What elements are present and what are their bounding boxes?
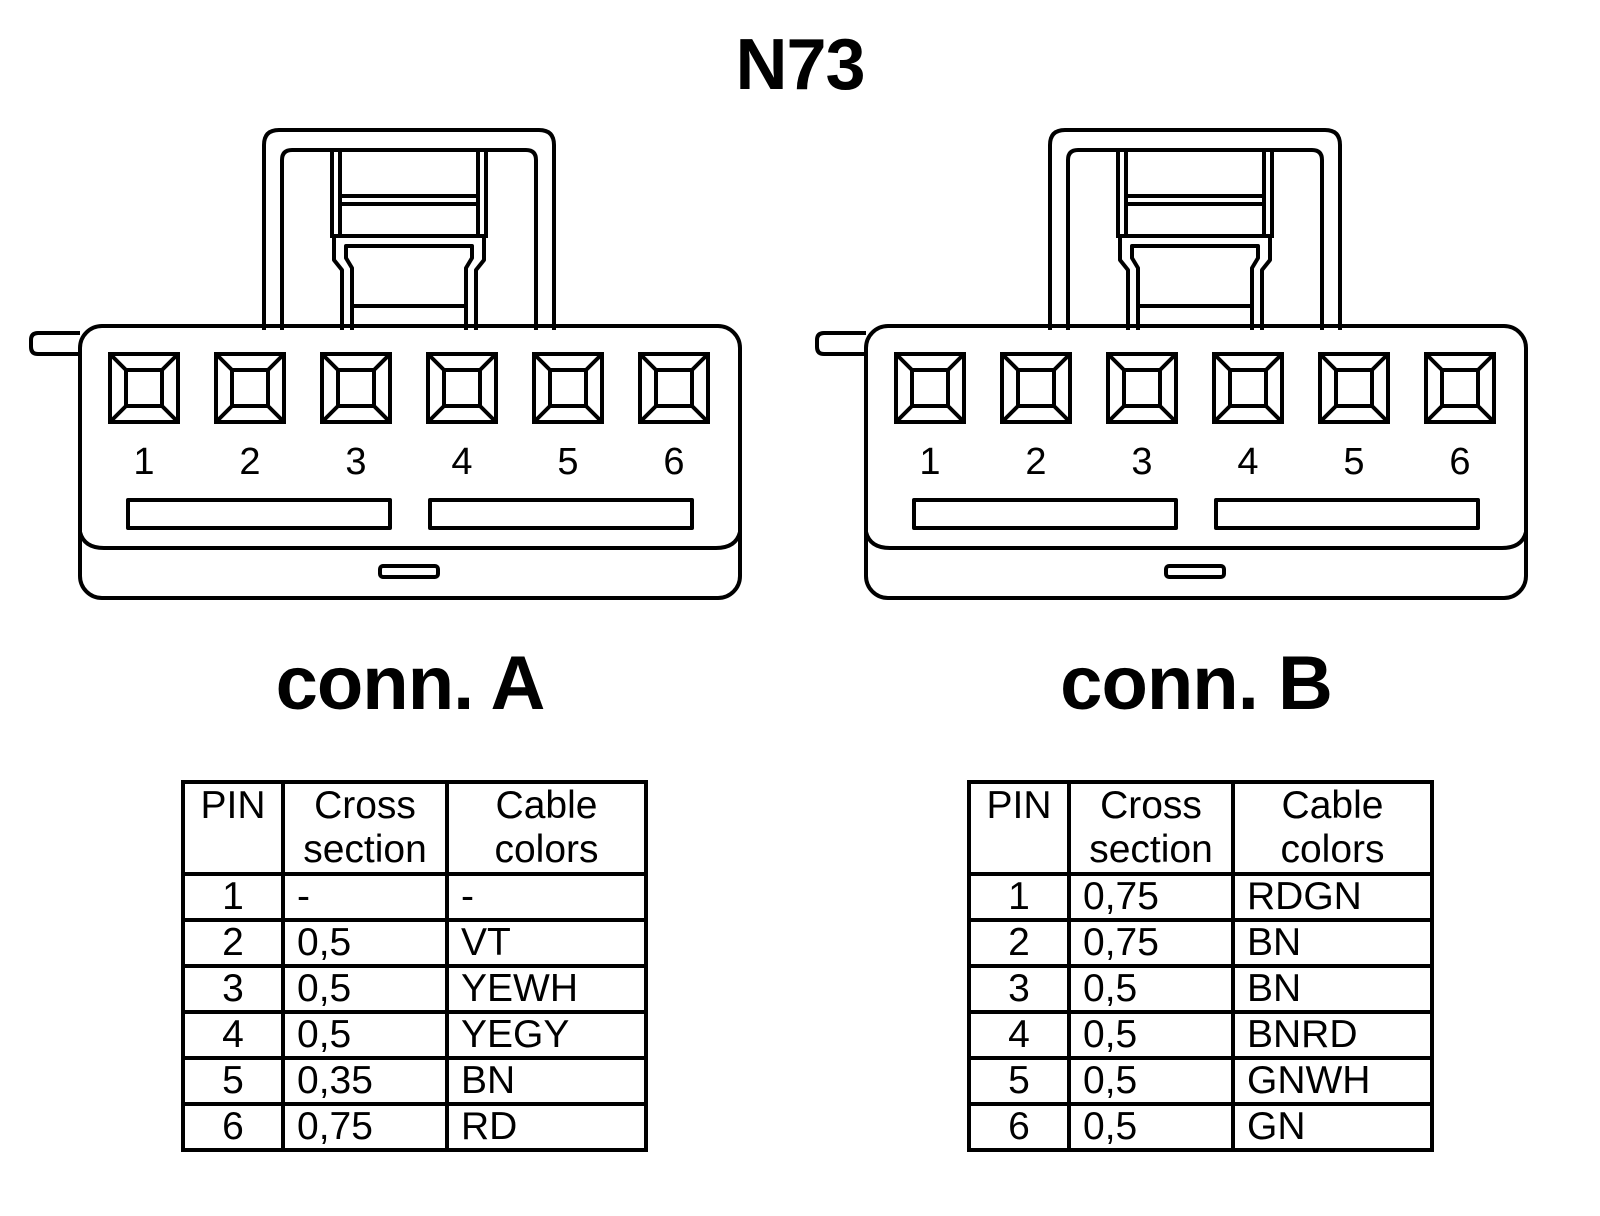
pin-number-6: 6 [1449, 441, 1471, 483]
row-pin: 5 [181, 1056, 285, 1106]
table-header-row: PIN Cross section Cable colors [967, 780, 1434, 876]
pin-number-5: 5 [557, 441, 579, 483]
table-row: 1 - - [181, 872, 648, 922]
row-cross-section: 0,75 [1067, 872, 1235, 922]
row-pin: 4 [967, 1010, 1071, 1060]
table-row: 4 0,5 BNRD [967, 1010, 1434, 1060]
table-row: 6 0,5 GN [967, 1102, 1434, 1152]
row-cross-section: - [281, 872, 449, 922]
row-cross-section: 0,75 [281, 1102, 449, 1152]
row-pin: 2 [967, 918, 1071, 968]
pin-table-a: PIN Cross section Cable colors 1 - - 2 0… [181, 780, 648, 1152]
row-pin: 1 [967, 872, 1071, 922]
row-cable-color: VT [445, 918, 648, 968]
pin-number-3: 3 [345, 441, 367, 483]
pin-number-2: 2 [239, 441, 261, 483]
table-row: 2 0,5 VT [181, 918, 648, 968]
row-cross-section: 0,5 [1067, 964, 1235, 1014]
table-row: 6 0,75 RD [181, 1102, 648, 1152]
connector-b-drawing [815, 128, 1528, 600]
table-row: 1 0,75 RDGN [967, 872, 1434, 922]
row-pin: 2 [181, 918, 285, 968]
row-pin: 3 [967, 964, 1071, 1014]
row-cross-section: 0,5 [1067, 1102, 1235, 1152]
connector-label: conn. A [275, 641, 546, 726]
row-cross-section: 0,5 [1067, 1056, 1235, 1106]
header-cable-colors: Cable colors [1231, 780, 1434, 876]
table-row: 5 0,5 GNWH [967, 1056, 1434, 1106]
row-pin: 4 [181, 1010, 285, 1060]
pin-number-1: 1 [133, 441, 155, 483]
diagram-title: N73 [735, 25, 865, 105]
row-cable-color: - [445, 872, 648, 922]
row-cable-color: BN [1231, 918, 1434, 968]
table-row: 5 0,35 BN [181, 1056, 648, 1106]
row-cable-color: GN [1231, 1102, 1434, 1152]
row-cable-color: RD [445, 1102, 648, 1152]
pin-number-3: 3 [1131, 441, 1153, 483]
table-row: 4 0,5 YEGY [181, 1010, 648, 1060]
connector-a-drawing [29, 128, 742, 600]
pin-number-4: 4 [451, 441, 473, 483]
pin-number-5: 5 [1343, 441, 1365, 483]
header-pin: PIN [967, 780, 1071, 876]
table-row: 3 0,5 YEWH [181, 964, 648, 1014]
connector-label: conn. B [1060, 641, 1333, 726]
pin-number-4: 4 [1237, 441, 1259, 483]
pin-number-1: 1 [919, 441, 941, 483]
row-cable-color: BNRD [1231, 1010, 1434, 1060]
row-cross-section: 0,75 [1067, 918, 1235, 968]
table-row: 2 0,75 BN [967, 918, 1434, 968]
row-pin: 5 [967, 1056, 1071, 1106]
table-row: 3 0,5 BN [967, 964, 1434, 1014]
row-cross-section: 0,35 [281, 1056, 449, 1106]
row-cross-section: 0,5 [281, 964, 449, 1014]
connector-b: 1 2 3 4 5 6 conn. B PIN Cross section Ca… [800, 0, 1600, 1216]
row-cable-color: BN [445, 1056, 648, 1106]
pin-number-6: 6 [663, 441, 685, 483]
row-pin: 6 [967, 1102, 1071, 1152]
pin-table-b: PIN Cross section Cable colors 1 0,75 RD… [967, 780, 1434, 1152]
row-cross-section: 0,5 [281, 1010, 449, 1060]
row-pin: 6 [181, 1102, 285, 1152]
row-cable-color: GNWH [1231, 1056, 1434, 1106]
row-pin: 1 [181, 872, 285, 922]
row-cable-color: RDGN [1231, 872, 1434, 922]
connector-a: 1 2 3 4 5 6 conn. A PIN Cross section Ca… [29, 128, 742, 1152]
table-header-row: PIN Cross section Cable colors [181, 780, 648, 876]
header-cross-section: Cross section [281, 780, 449, 876]
row-cross-section: 0,5 [1067, 1010, 1235, 1060]
header-cable-colors: Cable colors [445, 780, 648, 876]
row-cable-color: YEWH [445, 964, 648, 1014]
row-cross-section: 0,5 [281, 918, 449, 968]
pin-number-2: 2 [1025, 441, 1047, 483]
row-pin: 3 [181, 964, 285, 1014]
header-pin: PIN [181, 780, 285, 876]
row-cable-color: BN [1231, 964, 1434, 1014]
row-cable-color: YEGY [445, 1010, 648, 1060]
header-cross-section: Cross section [1067, 780, 1235, 876]
